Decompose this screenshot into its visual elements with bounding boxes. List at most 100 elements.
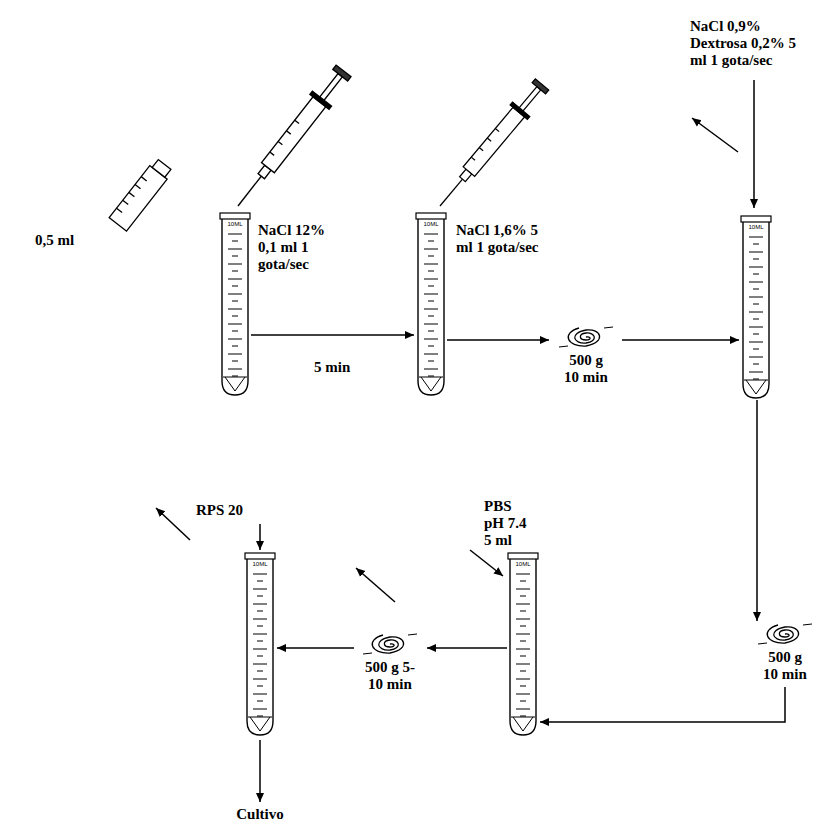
centrifuge-step: 500 g 5-10 min bbox=[354, 632, 426, 697]
graduation bbox=[749, 342, 763, 343]
test-tube: 10ML bbox=[415, 212, 447, 397]
flow-arrow bbox=[427, 647, 507, 649]
tube-outline bbox=[244, 552, 276, 737]
tube-rim bbox=[741, 216, 771, 222]
graduation bbox=[228, 369, 242, 370]
tube-rim bbox=[508, 553, 538, 559]
reagent-note: Cultivo bbox=[220, 806, 300, 823]
graduation bbox=[516, 589, 530, 590]
graduation bbox=[253, 664, 267, 665]
graduation bbox=[253, 679, 267, 680]
graduation bbox=[753, 259, 759, 260]
graduation bbox=[228, 354, 242, 355]
test-tube: 10ML bbox=[507, 552, 539, 737]
graduation bbox=[228, 249, 242, 250]
graduation bbox=[232, 241, 238, 242]
graduation bbox=[753, 304, 759, 305]
tube-scale: 10ML bbox=[415, 212, 447, 228]
tube-scale: 10ML bbox=[507, 552, 539, 568]
reagent-note: RPS 20 bbox=[196, 502, 266, 519]
graduation bbox=[253, 649, 267, 650]
graduation bbox=[428, 301, 434, 302]
centrifuge-symbol bbox=[354, 632, 426, 656]
syringe bbox=[431, 77, 550, 213]
graduation bbox=[753, 379, 759, 380]
graduation bbox=[232, 286, 238, 287]
discard-arrow bbox=[356, 568, 395, 602]
graduation bbox=[232, 376, 238, 377]
centrifuge-swirl bbox=[559, 327, 613, 347]
tube-rim bbox=[416, 213, 446, 219]
flow-arrow bbox=[277, 647, 354, 649]
graduation bbox=[232, 331, 238, 332]
tube-rim bbox=[245, 553, 275, 559]
graduation bbox=[516, 604, 530, 605]
test-tube: 10ML bbox=[740, 215, 772, 400]
graduation bbox=[520, 671, 526, 672]
graduation bbox=[228, 309, 242, 310]
graduation bbox=[428, 361, 434, 362]
graduation bbox=[520, 686, 526, 687]
graduation bbox=[428, 256, 434, 257]
tube-cone bbox=[511, 717, 535, 731]
centrifuge-swirl bbox=[568, 328, 599, 346]
graduation bbox=[424, 294, 438, 295]
centrifuge-swirl bbox=[372, 635, 403, 653]
reagent-note: PBS pH 7.4 5 ml bbox=[484, 498, 532, 549]
graduation bbox=[749, 327, 763, 328]
tube-scale: 10ML bbox=[740, 215, 772, 231]
graduation bbox=[520, 716, 526, 717]
tube-cone bbox=[248, 717, 272, 731]
graduation bbox=[428, 316, 434, 317]
graduation bbox=[516, 694, 530, 695]
graduation bbox=[753, 334, 759, 335]
graduation bbox=[516, 574, 530, 575]
graduation bbox=[520, 611, 526, 612]
graduation bbox=[520, 701, 526, 702]
graduation bbox=[749, 282, 763, 283]
graduation bbox=[257, 596, 263, 597]
graduation bbox=[753, 349, 759, 350]
graduation bbox=[253, 709, 267, 710]
tube-body bbox=[222, 219, 248, 395]
discard-arrow bbox=[692, 118, 738, 152]
graduation bbox=[257, 701, 263, 702]
graduation bbox=[253, 574, 267, 575]
graduation bbox=[428, 376, 434, 377]
tube-outline bbox=[507, 552, 539, 737]
graduation bbox=[424, 279, 438, 280]
tube-scale: 10ML bbox=[244, 552, 276, 568]
syringe bbox=[228, 63, 353, 213]
tube-body bbox=[743, 222, 769, 398]
tube-cone bbox=[419, 377, 443, 391]
graduation bbox=[228, 234, 242, 235]
flow-arrow bbox=[447, 339, 549, 341]
graduation bbox=[520, 626, 526, 627]
graduation bbox=[257, 656, 263, 657]
centrifuge-label: 500 g 5-10 min bbox=[360, 659, 420, 693]
graduation bbox=[753, 289, 759, 290]
graduation bbox=[520, 596, 526, 597]
graduation bbox=[424, 354, 438, 355]
tube-body bbox=[510, 559, 536, 735]
tube-body bbox=[418, 219, 444, 395]
graduation bbox=[516, 679, 530, 680]
tube-rim bbox=[220, 213, 250, 219]
graduation bbox=[232, 346, 238, 347]
output-arrow bbox=[259, 740, 261, 802]
graduation bbox=[424, 309, 438, 310]
graduation bbox=[228, 279, 242, 280]
test-tube: 10ML bbox=[219, 212, 251, 397]
graduation bbox=[257, 686, 263, 687]
graduation bbox=[749, 297, 763, 298]
centrifuge-swirl bbox=[767, 625, 798, 643]
graduation bbox=[232, 361, 238, 362]
graduation bbox=[520, 641, 526, 642]
graduation bbox=[228, 339, 242, 340]
graduation bbox=[232, 256, 238, 257]
graduation bbox=[253, 634, 267, 635]
graduation bbox=[516, 664, 530, 665]
vial bbox=[109, 158, 173, 231]
centrifuge-swirl bbox=[363, 634, 417, 654]
